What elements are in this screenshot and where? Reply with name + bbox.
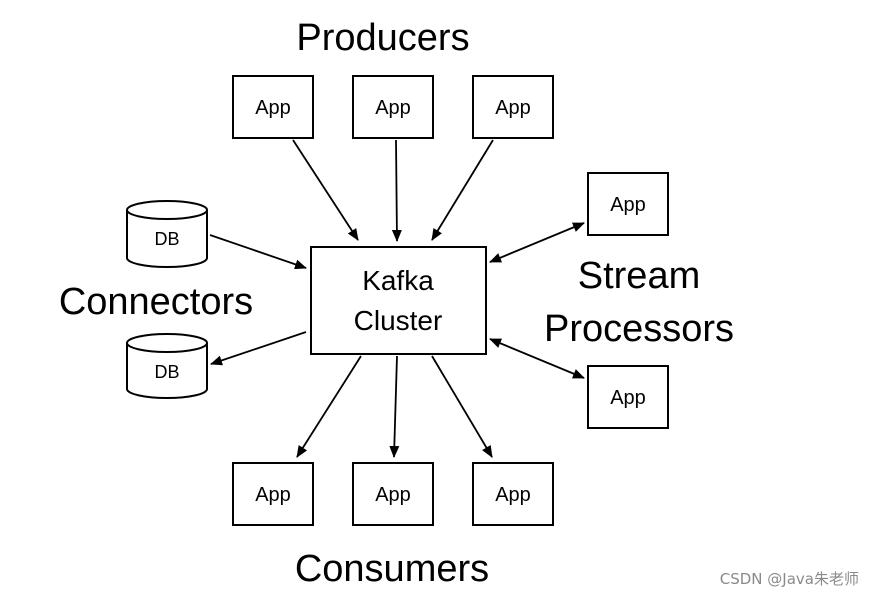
consumer-app-1-label: App (255, 484, 291, 506)
producer-app-2: App (352, 75, 434, 139)
producer-2-to-cluster-arrow (391, 139, 402, 242)
producer-app-1: App (232, 75, 314, 139)
stream-processor-app-2-label: App (610, 387, 646, 409)
cluster-to-consumer-2-arrow (389, 355, 400, 458)
producer-app-3-label: App (495, 97, 531, 119)
stream-processor-app-1-label: App (610, 194, 646, 216)
producer-app-2-label: App (375, 97, 411, 119)
connectors-label: Connectors (59, 281, 253, 323)
cluster-to-db-2-arrow (210, 331, 307, 366)
db-cylinder-1-label: DB (154, 229, 179, 249)
db-cylinder-1: DB (126, 200, 208, 268)
cluster-stream-processor-2-arrow (489, 338, 585, 379)
db-cylinder-2: DB (126, 333, 208, 399)
stream-processors-label-line2: Processors (544, 308, 734, 350)
db-cylinder-2-label: DB (154, 362, 179, 382)
db-1-to-cluster-arrow (209, 234, 307, 270)
producers-label: Producers (296, 17, 469, 59)
cluster-to-consumer-3-arrow (431, 355, 493, 458)
stream-processor-app-1: App (587, 172, 669, 236)
cluster-to-consumer-1-arrow (296, 355, 362, 458)
kafka-cluster-line2: Cluster (354, 305, 443, 336)
kafka-cluster-node: Kafka Cluster (310, 246, 487, 355)
stream-processor-app-2: App (587, 365, 669, 429)
consumer-app-3: App (472, 462, 554, 526)
watermark-text: CSDN @Java朱老师 (719, 570, 859, 588)
kafka-cluster-line1: Kafka (362, 265, 434, 296)
stream-processors-label-line1: Stream (578, 255, 700, 297)
consumers-label: Consumers (295, 548, 489, 590)
consumer-app-2-label: App (375, 484, 411, 506)
consumer-app-3-label: App (495, 484, 531, 506)
producer-1-to-cluster-arrow (292, 139, 359, 241)
producer-app-1-label: App (255, 97, 291, 119)
cluster-stream-processor-1-arrow (489, 222, 585, 263)
producer-app-3: App (472, 75, 554, 139)
consumer-app-2: App (352, 462, 434, 526)
producer-3-to-cluster-arrow (431, 139, 494, 241)
consumer-app-1: App (232, 462, 314, 526)
